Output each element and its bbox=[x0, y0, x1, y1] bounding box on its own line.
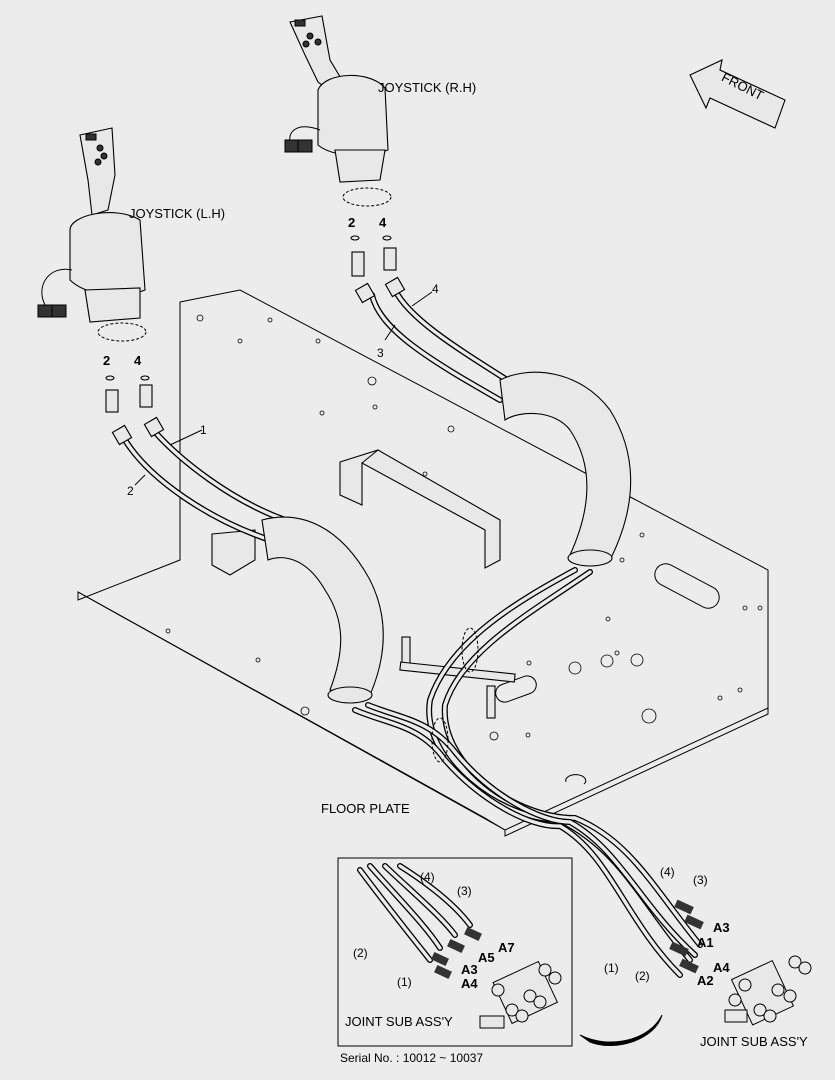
hose-3-main: (3) bbox=[693, 873, 708, 887]
port-a7-inset: A7 bbox=[498, 940, 515, 955]
lh-callout-2: 2 bbox=[103, 353, 110, 368]
joint-sub-assy-inset-label: JOINT SUB ASS'Y bbox=[345, 1014, 453, 1029]
hose-4-inset: (4) bbox=[420, 870, 435, 884]
joystick-lh: JOYSTICK (L.H) 2 4 1 2 bbox=[37, 127, 225, 498]
hose-1-main: (1) bbox=[604, 961, 619, 975]
port-a5-inset: A5 bbox=[478, 950, 495, 965]
rh-callout-4: 4 bbox=[379, 215, 387, 230]
joint-sub-assy-main: A3 A1 A4 A2 (4) (3) (1) (2) JOINT SUB AS… bbox=[604, 865, 812, 1049]
floor-bracket bbox=[211, 449, 501, 576]
hose-2-main: (2) bbox=[635, 969, 650, 983]
port-a1-main: A1 bbox=[697, 935, 714, 950]
port-a3-main: A3 bbox=[713, 920, 730, 935]
joystick-lh-label: JOYSTICK (L.H) bbox=[129, 206, 225, 221]
port-a4-main: A4 bbox=[713, 960, 730, 975]
hose-2-inset: (2) bbox=[353, 946, 368, 960]
floor-plate bbox=[77, 289, 769, 837]
lh-hose-2: 2 bbox=[127, 484, 134, 498]
port-a3-inset: A3 bbox=[461, 962, 478, 977]
joystick-rh: JOYSTICK (R.H) 2 4 4 3 bbox=[284, 15, 476, 360]
rh-hose-3: 3 bbox=[377, 346, 384, 360]
rh-hose-4: 4 bbox=[432, 282, 439, 296]
hose-bundle bbox=[122, 287, 703, 978]
front-arrow: FRONT bbox=[689, 59, 786, 129]
lh-callout-4: 4 bbox=[134, 353, 142, 368]
port-a2-main: A2 bbox=[697, 973, 714, 988]
hose-4-main: (4) bbox=[660, 865, 675, 879]
protective-sleeves bbox=[261, 371, 632, 704]
joint-sub-assy-main-label: JOINT SUB ASS'Y bbox=[700, 1034, 808, 1049]
hose-3-inset: (3) bbox=[457, 884, 472, 898]
inset-detail: A7 A5 A3 A4 (4) (3) (2) (1) JOINT SUB AS… bbox=[337, 857, 573, 1047]
serial-number: Serial No. : 10012 ~ 10037 bbox=[340, 1051, 483, 1065]
floor-plate-label: FLOOR PLATE bbox=[321, 801, 410, 816]
port-a4-inset: A4 bbox=[461, 976, 478, 991]
hose-1-inset: (1) bbox=[397, 975, 412, 989]
detail-arrow bbox=[579, 1014, 663, 1046]
lh-hose-1: 1 bbox=[200, 423, 207, 437]
rh-callout-2: 2 bbox=[348, 215, 355, 230]
joystick-rh-label: JOYSTICK (R.H) bbox=[378, 80, 476, 95]
